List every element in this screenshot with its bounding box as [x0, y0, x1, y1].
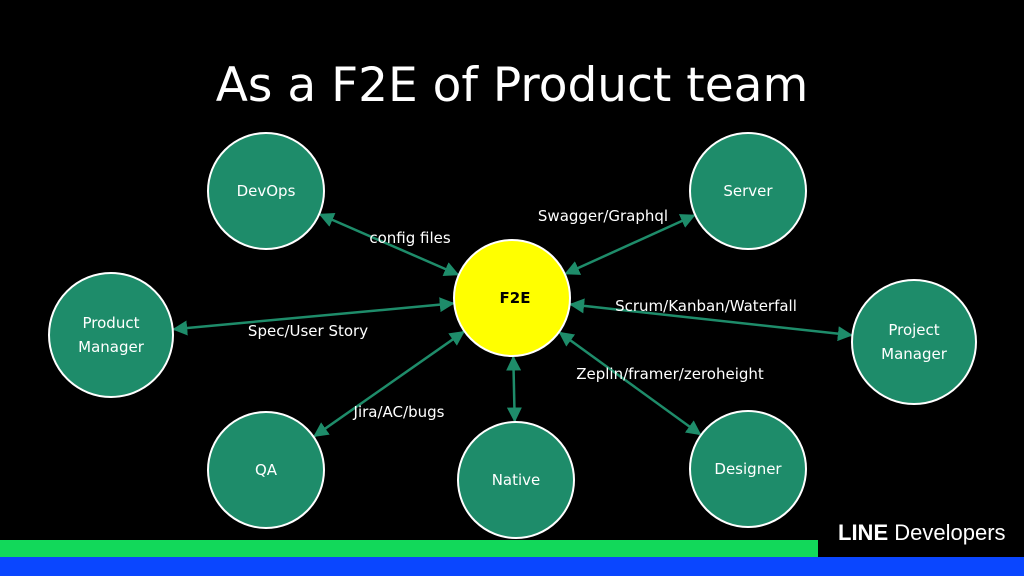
node-circle-native	[457, 421, 575, 539]
node-native: Native	[457, 421, 575, 539]
node-server: Server	[689, 132, 807, 250]
node-label-product-manager: Product	[83, 314, 140, 332]
node-circle-project-manager	[851, 279, 977, 405]
edge-project-manager-f2e	[569, 298, 853, 342]
node-qa: QA	[207, 411, 325, 529]
slide-title: As a F2E of Product team	[215, 58, 809, 113]
edge-qa-f2e	[313, 330, 465, 438]
edge-label-designer: Zeplin/framer/zeroheight	[576, 365, 764, 383]
node-label-project-manager: Manager	[881, 345, 948, 363]
node-label-devops: DevOps	[237, 182, 296, 200]
node-label-server: Server	[723, 182, 773, 200]
node-label-project-manager: Project	[888, 321, 939, 339]
node-label-product-manager: Manager	[78, 338, 145, 356]
edge-label-server: Swagger/Graphql	[538, 207, 668, 225]
brand-logo: LINE Developers	[838, 520, 1006, 546]
node-devops: DevOps	[207, 132, 325, 250]
node-circle-server	[689, 132, 807, 250]
node-f2e: F2E	[453, 239, 571, 357]
edge-product-manager-f2e	[172, 297, 455, 336]
edge-label-devops: config files	[369, 229, 451, 247]
edge-label-qa: Jira/AC/bugs	[353, 403, 445, 421]
node-label-designer: Designer	[714, 460, 782, 478]
brand-rest: Developers	[888, 520, 1006, 545]
edge-devops-f2e	[318, 213, 460, 276]
edge-designer-f2e	[558, 331, 702, 436]
node-circle-designer	[689, 410, 807, 528]
edge-server-f2e	[564, 214, 696, 275]
edge-label-project-manager: Scrum/Kanban/Waterfall	[615, 297, 797, 315]
node-circle-f2e	[453, 239, 571, 357]
footer-bar-blue	[0, 557, 1024, 576]
node-circle-qa	[207, 411, 325, 529]
edge-label-product-manager: Spec/User Story	[248, 322, 368, 340]
node-label-native: Native	[492, 471, 541, 489]
footer-bar-green	[0, 540, 818, 557]
node-circle-product-manager	[48, 272, 174, 398]
edge-native-f2e	[506, 355, 522, 423]
brand-strong: LINE	[838, 520, 889, 545]
edges-layer	[172, 213, 853, 438]
node-designer: Designer	[689, 410, 807, 528]
node-label-f2e: F2E	[500, 289, 531, 307]
node-circle-devops	[207, 132, 325, 250]
node-label-qa: QA	[255, 461, 278, 479]
